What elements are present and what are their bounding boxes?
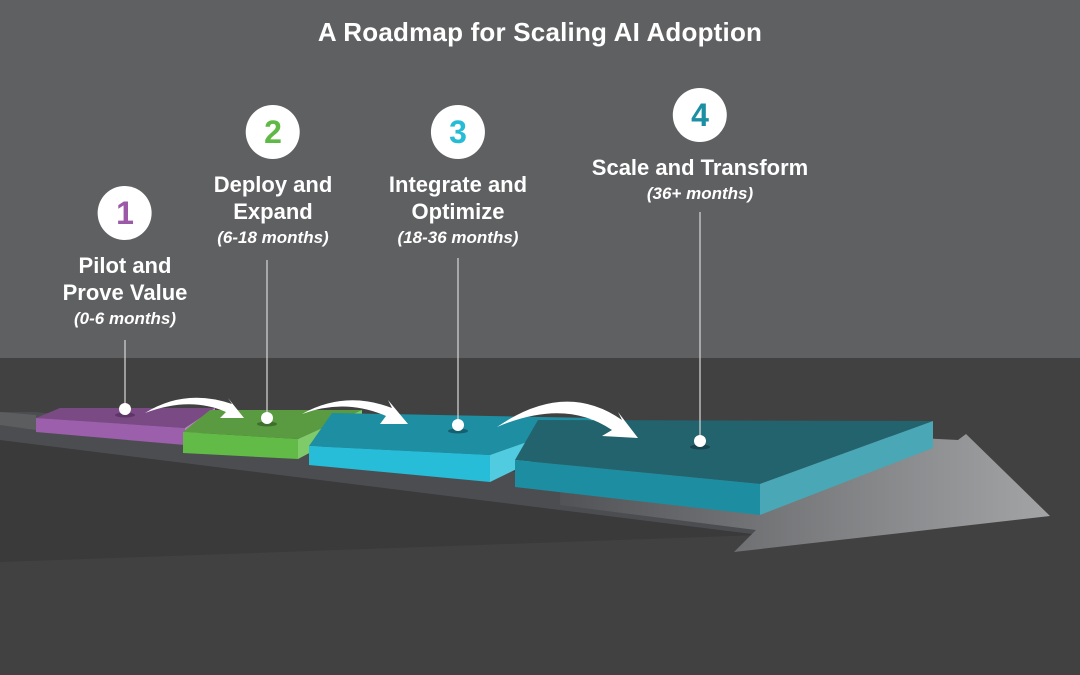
platform-front-face	[515, 460, 760, 515]
road-band-left	[0, 412, 36, 430]
transition-arrow-icon	[302, 400, 408, 424]
transition-arrow-icon	[145, 397, 244, 418]
step-title: Deploy and Expand	[213, 172, 333, 224]
pin-marker	[261, 412, 273, 424]
platform-front-face	[309, 446, 490, 482]
transition-arrow-icon	[497, 401, 638, 438]
step-duration: (18-36 months)	[397, 228, 519, 247]
pin-marker	[119, 403, 131, 415]
step-3: 3 Integrate and Optimize (18-36 months)	[389, 105, 527, 249]
pin-marker	[452, 419, 464, 431]
sky-background	[0, 0, 1080, 358]
step-2: 2 Deploy and Expand (6-18 months)	[213, 105, 333, 249]
step-title: Pilot and Prove Value	[62, 253, 188, 305]
pin-marker	[694, 435, 706, 447]
step-title: Scale and Transform	[591, 155, 809, 180]
step-duration: (6-18 months)	[217, 228, 329, 247]
step-number-badge: 3	[430, 105, 485, 159]
page-title: A Roadmap for Scaling AI Adoption	[317, 17, 763, 47]
platform-front-face	[183, 432, 298, 459]
platform-top-face	[36, 408, 215, 428]
step-number-badge: 4	[672, 88, 727, 142]
step-number-badge: 1	[98, 186, 152, 240]
platform-front-face	[36, 418, 185, 445]
step-1: 1 Pilot and Prove Value (0-6 months)	[62, 186, 188, 330]
platform-side-face	[760, 421, 933, 515]
step-4: 4 Scale and Transform (36+ months)	[592, 88, 808, 205]
step-title: Integrate and Optimize	[388, 172, 528, 224]
step-duration: (36+ months)	[646, 184, 754, 203]
step-number-badge: 2	[245, 105, 300, 159]
step-duration: (0-6 months)	[74, 309, 176, 328]
